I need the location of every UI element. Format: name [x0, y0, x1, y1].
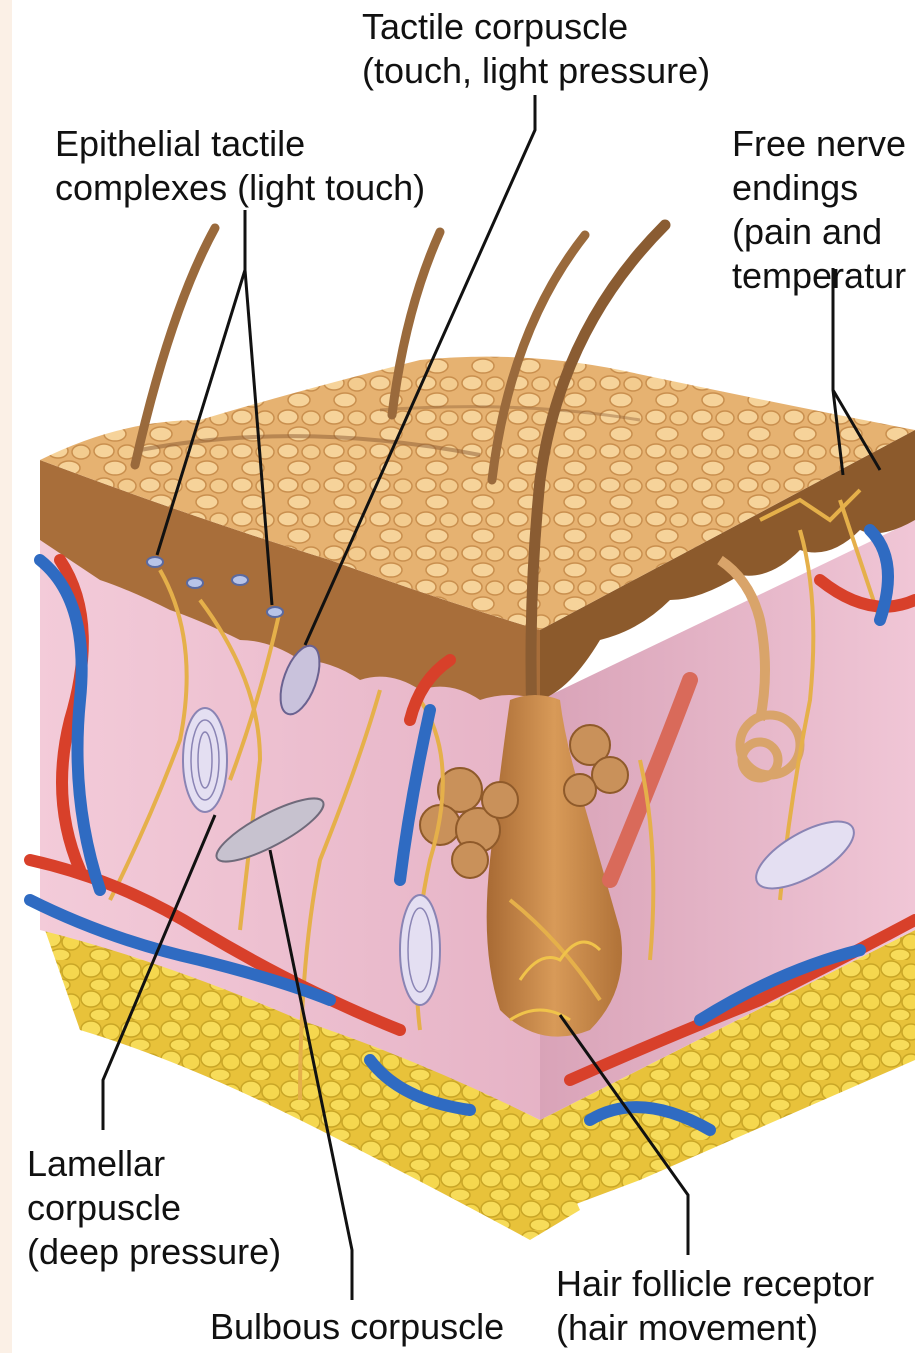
label-bulbous-corpuscle: Bulbous corpuscle: [210, 1305, 504, 1349]
lamellar-corpuscle-left: [183, 708, 227, 812]
label-free-nerve-endings: Free nerve endings (pain and temperatur: [732, 122, 906, 298]
label-hair-follicle-receptor: Hair follicle receptor (hair movement): [556, 1262, 874, 1350]
label-epithelial-tactile-complexes: Epithelial tactile complexes (light touc…: [55, 122, 425, 210]
lamellar-corpuscle-center: [400, 895, 440, 1005]
label-tactile-corpuscle: Tactile corpuscle (touch, light pressure…: [362, 5, 710, 93]
label-lamellar-corpuscle: Lamellar corpuscle (deep pressure): [27, 1142, 281, 1274]
